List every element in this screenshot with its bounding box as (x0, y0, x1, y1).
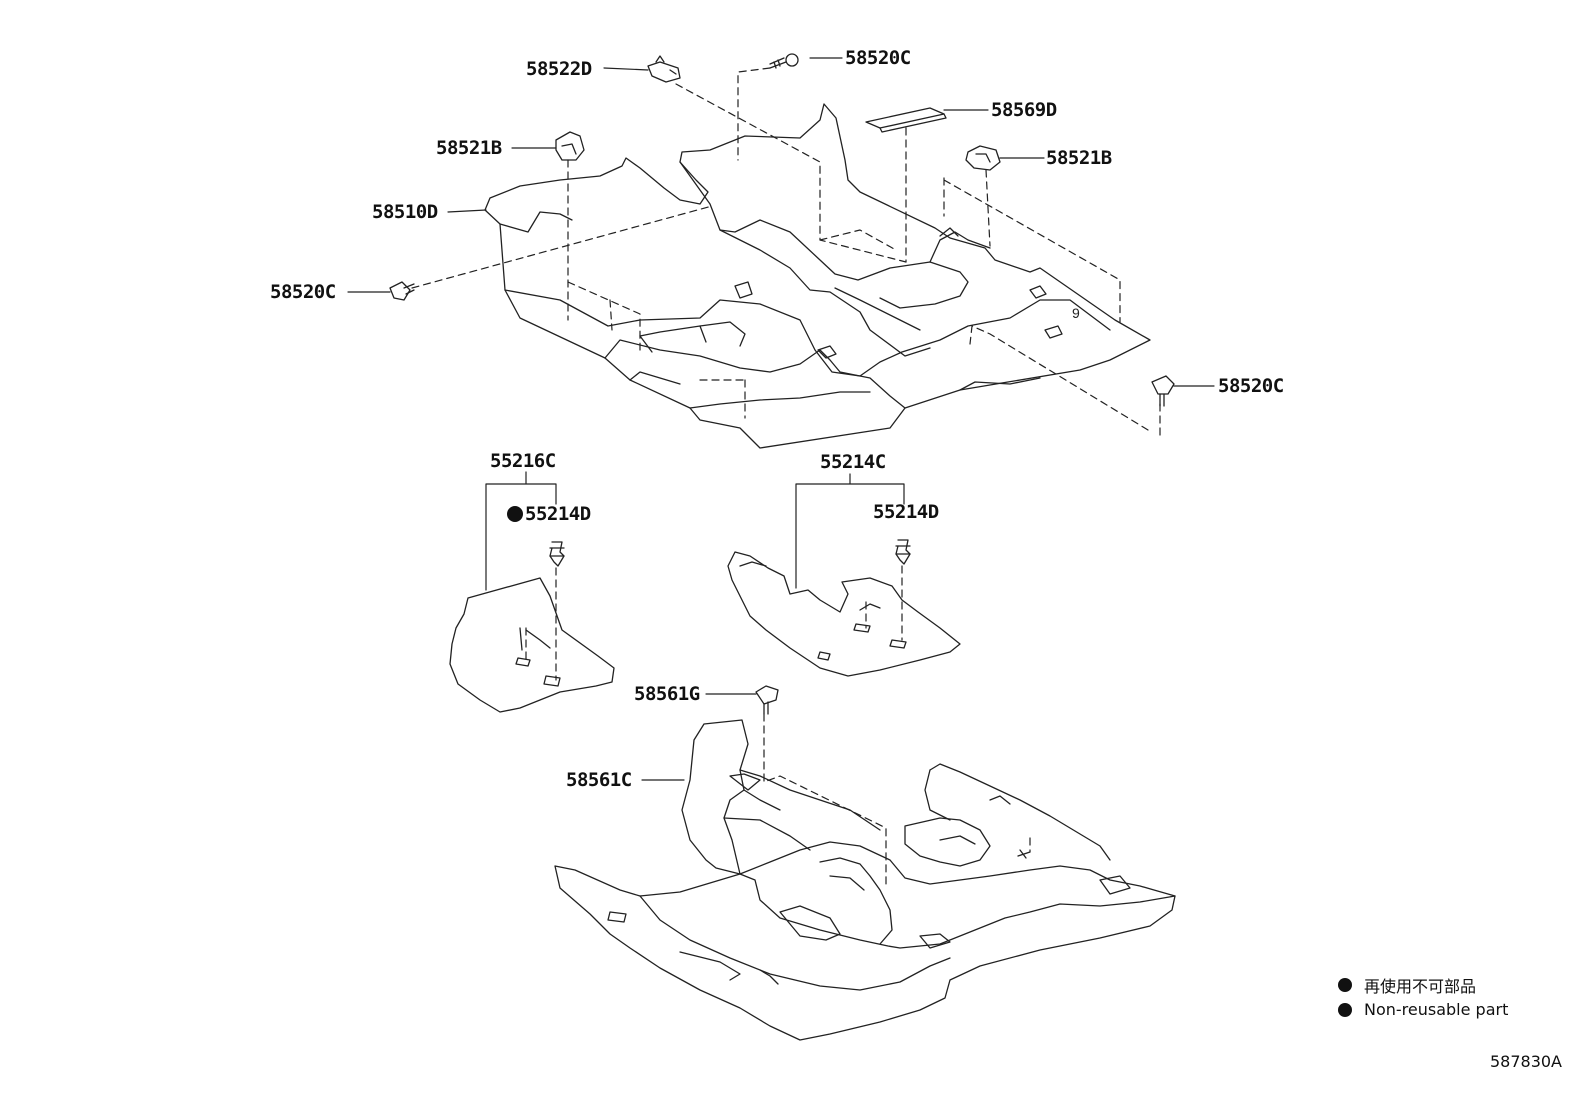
label-55214C[interactable]: 55214C (820, 451, 886, 473)
legend-text-jp: 再使用不可部品 (1364, 976, 1477, 996)
bracket-58569D-icon (865, 107, 947, 133)
label-55214D-left[interactable]: 55214D (507, 505, 591, 524)
clip-58521B-left-icon (555, 131, 585, 161)
screw-58520C-top-icon (769, 53, 799, 69)
floor-carpet-rear (554, 719, 1176, 1041)
label-58521B-right[interactable]: 58521B (1046, 147, 1112, 169)
push-clip-58520C-left-icon (389, 281, 415, 301)
legend: 再使用不可部品 Non-reusable part (1338, 972, 1508, 1022)
legend-row-jp: 再使用不可部品 (1338, 972, 1508, 997)
clip-58522D-icon (647, 55, 681, 83)
non-reusable-dot-icon (1338, 1002, 1352, 1017)
non-reusable-marker-icon (507, 506, 523, 522)
label-58510D[interactable]: 58510D (372, 201, 438, 223)
label-58561G[interactable]: 58561G (634, 683, 700, 705)
label-58522D[interactable]: 58522D (526, 58, 592, 80)
rear-mat-right (727, 551, 961, 677)
clip-58561G-icon (755, 685, 779, 715)
label-58520C-top[interactable]: 58520C (845, 47, 911, 69)
push-clip-58520C-right-icon (1151, 375, 1175, 407)
grommet-55214D-right-icon (895, 539, 911, 565)
rear-mat-left (449, 577, 615, 713)
label-58561C[interactable]: 58561C (566, 769, 632, 791)
label-58521B-left[interactable]: 58521B (436, 137, 502, 159)
legend-row-en: Non-reusable part (1338, 997, 1508, 1022)
diagram-code: 587830A (1489, 1052, 1562, 1071)
non-reusable-dot-icon (1338, 977, 1352, 992)
label-58520C-left[interactable]: 58520C (270, 281, 336, 303)
svg-text:9: 9 (1072, 305, 1080, 321)
leader-lines (347, 57, 1215, 781)
assembly-lines (411, 67, 1161, 887)
grommet-55214D-left-icon (549, 541, 565, 567)
label-55216C[interactable]: 55216C (490, 450, 556, 472)
legend-text-en: Non-reusable part (1364, 1000, 1509, 1019)
label-58520C-right[interactable]: 58520C (1218, 375, 1284, 397)
label-58569D[interactable]: 58569D (991, 99, 1057, 121)
label-55214D-right[interactable]: 55214D (873, 501, 939, 523)
clip-58521B-right-icon (965, 145, 1001, 171)
